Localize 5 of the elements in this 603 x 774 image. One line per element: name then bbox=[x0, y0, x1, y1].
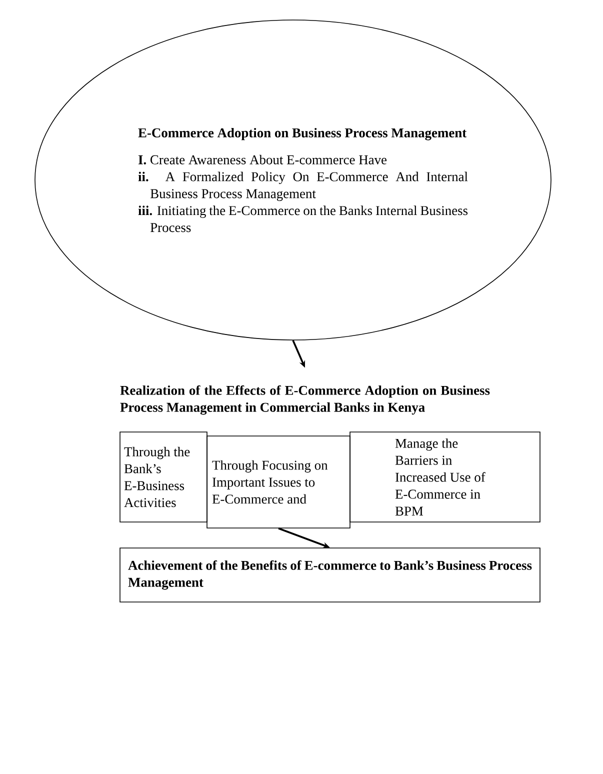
process-box: Achievement of the Benefits of E-commerce to Bank’s Business Process Management bbox=[120, 548, 540, 602]
heading-text: Realization of the Effects of E-Commerce Adoption on Business Process Management in Commercial Banks in Kenya bbox=[120, 385, 490, 415]
process-box: Manage the Barriers in Increased Use of E-Commerce in BPM bbox=[350, 432, 540, 522]
process-box: Through Focusing on Important Issues to E-Commerce and bbox=[206, 436, 350, 528]
process-box: Through the Bank’s E-Business Activities bbox=[120, 432, 208, 522]
